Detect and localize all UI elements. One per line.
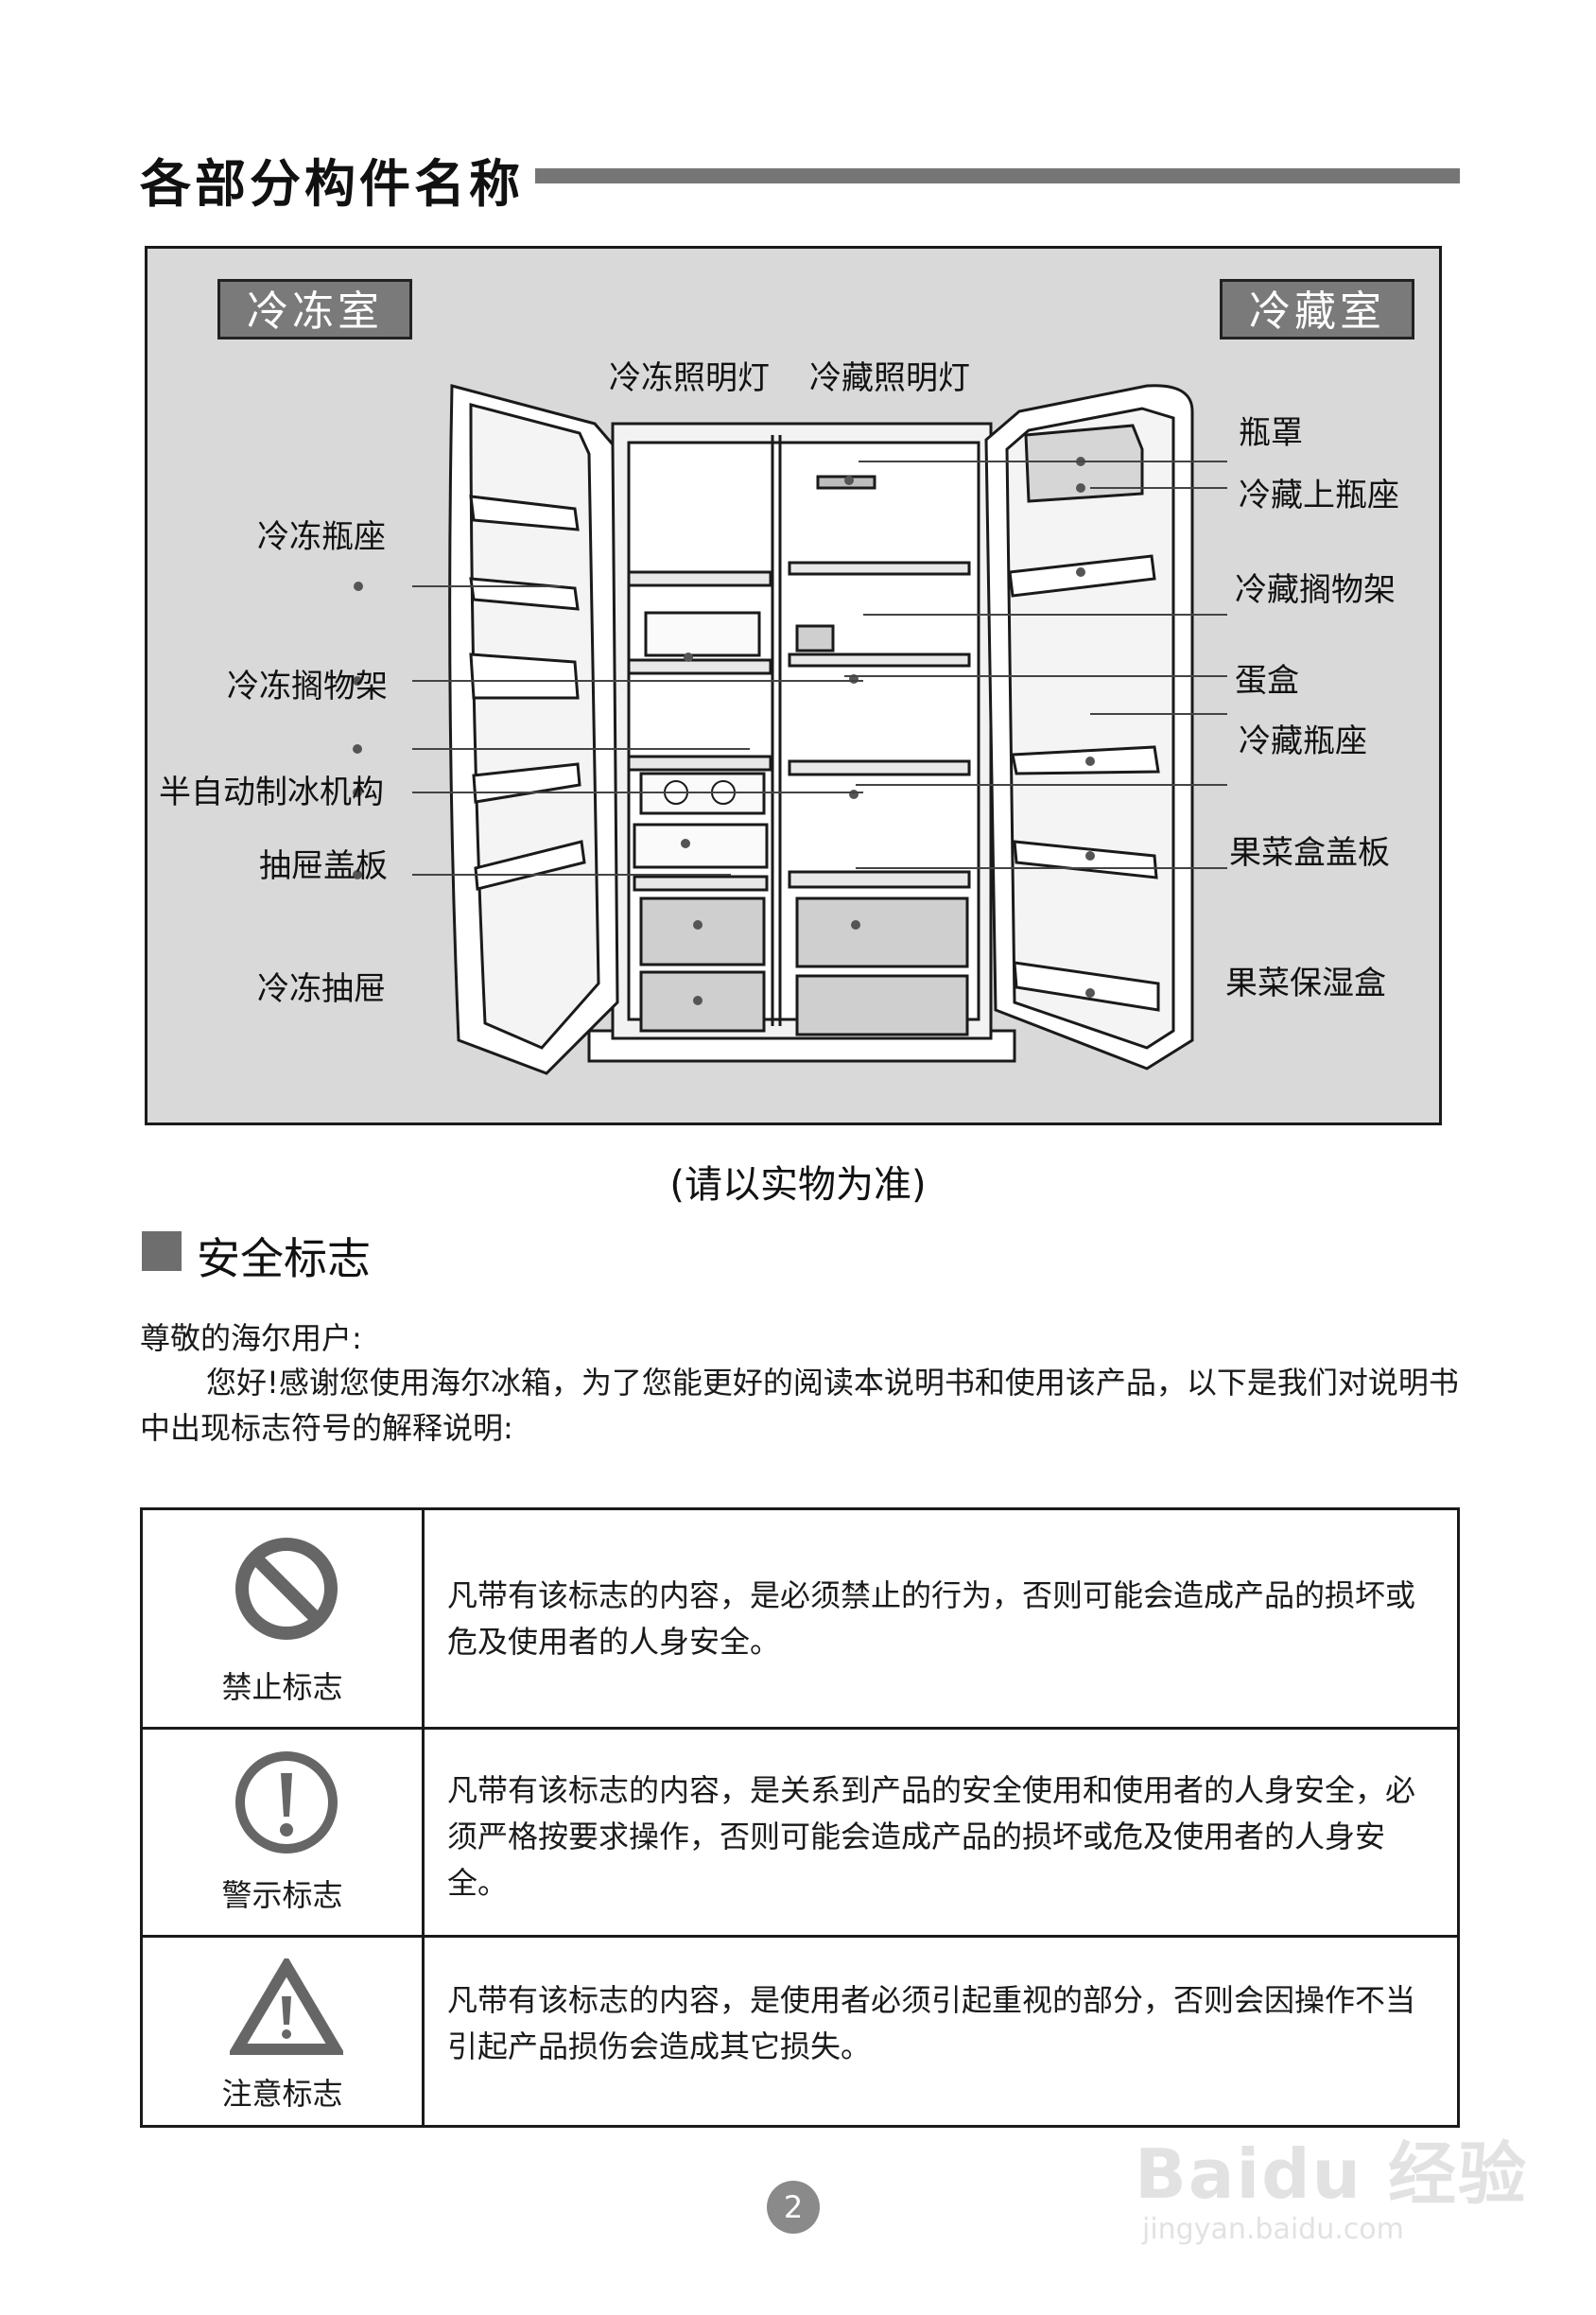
- callout-egg-tray: 蛋盒: [1235, 662, 1299, 700]
- symbol-description: 凡带有该标志的内容，是使用者必须引起重视的部分，否则会因操作不当引起产品损伤会造…: [447, 1982, 1416, 2064]
- watermark-url: jingyan.baidu.com: [1142, 2213, 1404, 2246]
- prohibition-icon: [235, 1538, 338, 1640]
- section-marker: [142, 1231, 182, 1271]
- diagram-note: (请以实物为准): [669, 1163, 927, 1207]
- warning-icon: [235, 1751, 338, 1854]
- symbol-label: 注意标志: [221, 2076, 343, 2112]
- symbol-label: 警示标志: [221, 1877, 343, 1913]
- callout-freezer-shelf: 冷冻搁物架: [227, 668, 388, 705]
- section-title: 安全标志: [197, 1233, 371, 1284]
- page-number: 2: [767, 2181, 820, 2234]
- callout-drawer-cover: 抽屉盖板: [259, 847, 388, 885]
- symbol-description: 凡带有该标志的内容，是关系到产品的安全使用和使用者的人身安全，必须严格按要求操作…: [447, 1772, 1416, 1901]
- table-row-divider: [143, 1727, 1457, 1730]
- callout-freezer-drawer: 冷冻抽屉: [257, 970, 386, 1008]
- callout-freezer-bottle-holder: 冷冻瓶座: [257, 518, 386, 556]
- callout-fridge-light: 冷藏照明灯: [809, 359, 970, 397]
- table-row: 注意标志 凡带有该标志的内容，是使用者必须引起重视的部分，否则会因操作不当引起产…: [143, 1938, 1457, 2125]
- title-rule: [535, 168, 1460, 183]
- callout-crisper-cover: 果菜盒盖板: [1229, 834, 1390, 872]
- symbol-table: 禁止标志 凡带有该标志的内容，是必须禁止的行为，否则可能会造成产品的损坏或危及使…: [140, 1507, 1460, 2128]
- refrigerator-illustration: [353, 384, 1227, 1075]
- symbol-label: 禁止标志: [221, 1669, 343, 1705]
- callout-crisper-drawer: 果菜保湿盒: [1225, 965, 1386, 1002]
- symbol-description: 凡带有该标志的内容，是必须禁止的行为，否则可能会造成产品的损坏或危及使用者的人身…: [447, 1577, 1416, 1660]
- callout-freezer-light: 冷冻照明灯: [609, 359, 770, 397]
- freezer-compartment-label: 冷冻室: [217, 279, 412, 339]
- callout-fridge-bottle-holder: 冷藏瓶座: [1239, 722, 1367, 760]
- caution-icon: [230, 1958, 343, 2055]
- intro-paragraph: 您好!感谢您使用海尔冰箱，为了您能更好的阅读本说明书和使用该产品，以下是我们对说…: [140, 1365, 1459, 1446]
- table-column-divider: [422, 1510, 425, 2125]
- page-title: 各部分构件名称: [140, 154, 524, 214]
- callout-bottle-cover: 瓶罩: [1239, 414, 1303, 452]
- callout-fridge-upper-bottle-holder: 冷藏上瓶座: [1239, 477, 1399, 514]
- fridge-compartment-label: 冷藏室: [1220, 279, 1414, 339]
- table-row: 禁止标志 凡带有该标志的内容，是必须禁止的行为，否则可能会造成产品的损坏或危及使…: [143, 1510, 1457, 1727]
- table-row-divider: [143, 1935, 1457, 1938]
- callout-ice-maker: 半自动制冰机构: [159, 774, 384, 811]
- table-row: 警示标志 凡带有该标志的内容，是关系到产品的安全使用和使用者的人身安全，必须严格…: [143, 1730, 1457, 1935]
- watermark-logo: Baidu 经验: [1135, 2134, 1529, 2214]
- callout-fridge-shelf: 冷藏搁物架: [1235, 571, 1396, 609]
- greeting: 尊敬的海尔用户:: [140, 1320, 362, 1356]
